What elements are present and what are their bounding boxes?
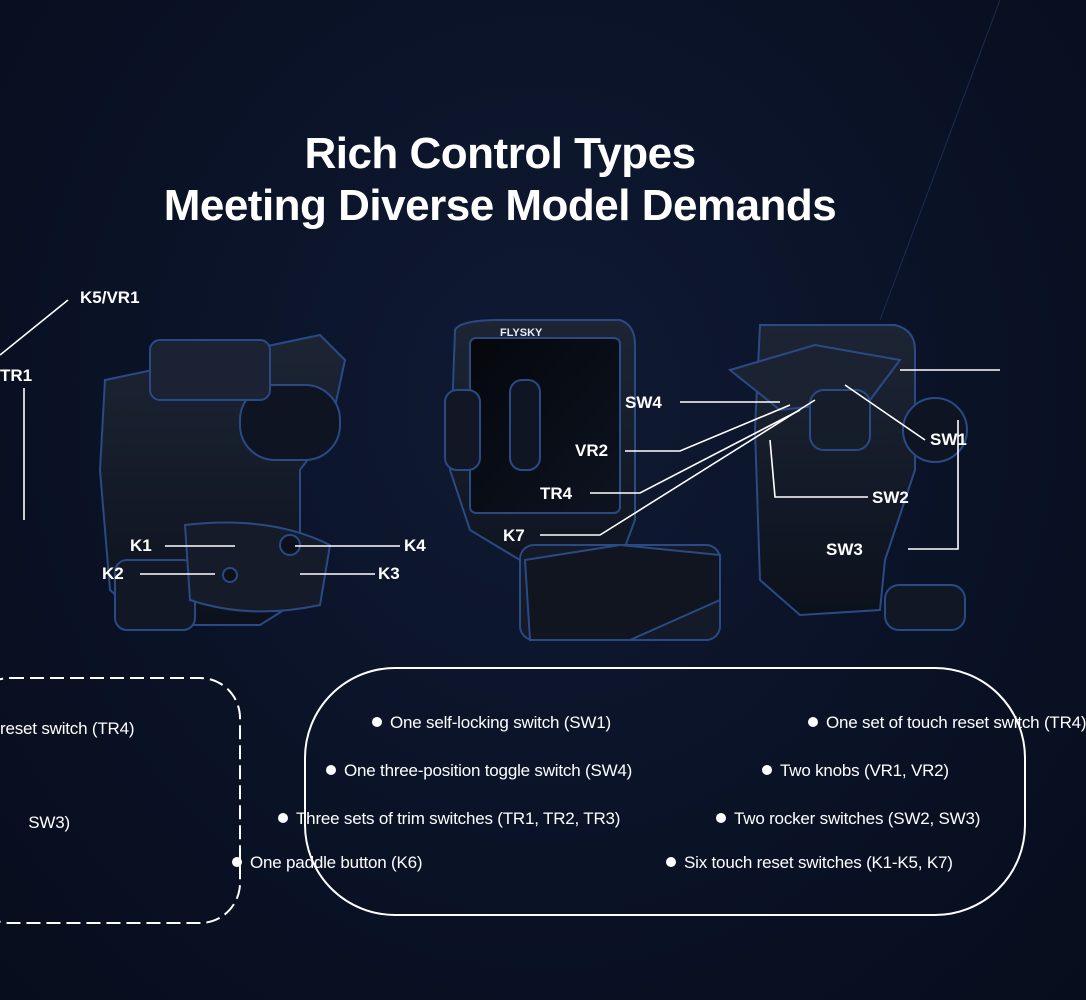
label-k5-vr1: K5/VR1 [80,288,140,307]
bullet-icon [372,717,382,727]
label-tr1: TR1 [0,366,33,385]
feature-item: Six touch reset switches (K1-K5, K7) [666,852,1000,874]
label-k2: K2 [102,564,124,583]
label-tr4: TR4 [540,484,573,503]
callout-lines [0,299,1000,575]
feature-item: One self-locking switch (SW1) [372,712,611,734]
features-box-left [0,677,241,924]
features-box-right [304,667,1026,916]
bullet-icon [666,857,676,867]
transmitter-side-view [727,324,968,631]
label-k1: K1 [130,536,152,555]
decor-line [879,0,1001,321]
label-sw3: SW3 [826,540,863,559]
feature-item: One three-position toggle switch (SW4) [326,760,632,782]
transmitter-back-view [98,333,347,631]
page-title: Rich Control Types Meeting Diverse Model… [0,128,1000,232]
title-line-1: Rich Control Types [304,129,696,178]
title-line-2: Meeting Diverse Model Demands [163,181,837,230]
bullet-icon [762,765,772,775]
label-vr2: VR2 [575,441,609,460]
left-box-text-1: reset switch (TR4) [0,719,135,738]
label-k3: K3 [378,564,400,583]
transmitter-front-view [444,319,721,641]
bullet-icon [278,813,288,823]
feature-item: One paddle button (K6) [232,852,423,874]
bullet-icon [326,765,336,775]
feature-item: Three sets of trim switches (TR1, TR2, T… [278,808,620,830]
product-illustration: FLYSKY [0,0,1001,924]
bullet-icon [808,717,818,727]
label-k7: K7 [503,526,525,545]
bullet-icon [232,857,242,867]
feature-item: One set of touch reset switch (TR4) [808,712,1086,734]
bullet-icon [716,813,726,823]
label-sw4: SW4 [625,393,662,412]
label-sw1: SW1 [930,430,967,449]
brand-logo: FLYSKY [500,327,543,339]
feature-item: Two knobs (VR1, VR2) [762,760,949,782]
label-sw2: SW2 [872,488,909,507]
feature-item: Two rocker switches (SW2, SW3) [716,808,1000,830]
left-box-text-2: SW3) [28,813,70,832]
label-k4: K4 [404,536,426,555]
